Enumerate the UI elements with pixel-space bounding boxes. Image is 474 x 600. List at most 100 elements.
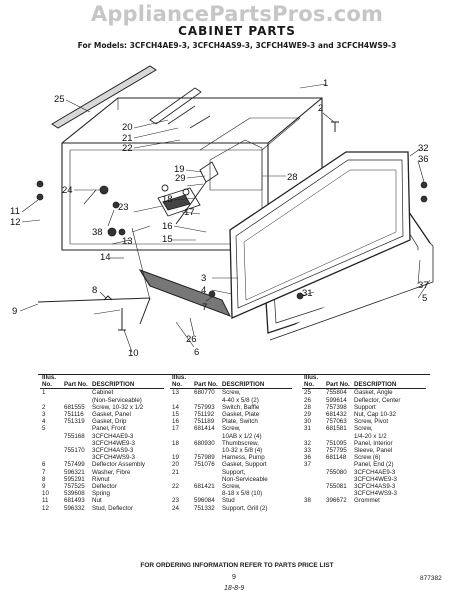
illus-no: 8	[42, 475, 46, 483]
table-row: 755081 3CFCH4AS9-3	[302, 483, 426, 490]
illus-no: 2	[42, 403, 46, 411]
document-code: 877382	[420, 575, 442, 582]
part-description: 3CFCH4AS9-3	[354, 483, 396, 491]
part-no: 751192	[194, 411, 215, 419]
part-no	[192, 433, 220, 440]
table-row: 10-32 x 5/8 (4)	[170, 447, 292, 454]
part-description: Nut	[92, 497, 102, 505]
part-description: 3CFCH4WS9-3	[354, 490, 397, 498]
illus-no: 19	[172, 454, 179, 462]
part-no: 595291	[64, 475, 85, 483]
callout-26: 26	[186, 334, 197, 345]
part-no	[324, 490, 352, 497]
part-description: Support,	[222, 468, 246, 476]
part-no	[324, 461, 352, 468]
illus-no: 16	[172, 418, 179, 426]
callout-36: 36	[418, 154, 429, 165]
illus-no	[170, 397, 192, 404]
col-header-illus: Illus. No.	[170, 374, 192, 390]
part-no: 755081	[326, 483, 347, 491]
part-description: 8-18 x 5/8 (10)	[222, 490, 263, 498]
part-description: 10AB x 1/2 (4)	[222, 432, 262, 440]
illus-no: 11	[42, 497, 49, 505]
part-description: 3CFCH4AE9-3	[354, 468, 396, 476]
part-description: Rivnut	[92, 475, 110, 483]
illus-no: 23	[172, 497, 179, 505]
callout-37: 37	[418, 280, 429, 291]
part-no	[192, 490, 220, 497]
part-no: 681421	[194, 483, 215, 491]
callout-16: 16	[162, 221, 173, 232]
part-no: 755080	[326, 468, 347, 476]
part-description: Panel, End (2)	[354, 461, 394, 469]
model-list: For Models: 3CFCH4AE9-3, 3CFCH4AS9-3, 3C…	[77, 41, 397, 50]
switch-plate	[157, 187, 201, 217]
callout-8: 8	[92, 285, 97, 296]
part-description: Washer, Fibre	[92, 468, 131, 476]
part-description: Harness, Pump	[222, 454, 265, 462]
part-no: 755168	[64, 432, 85, 440]
part-no: 757795	[326, 447, 347, 455]
callout-28: 28	[287, 172, 298, 183]
part-description: Nut, Cap 10-32	[354, 411, 396, 419]
part-description: Deflector Assembly	[92, 461, 145, 469]
table-row: 8-18 x 5/8 (10)	[170, 490, 292, 497]
col-header-illus: Illus. No.	[40, 374, 62, 390]
illus-no: 3	[42, 411, 46, 419]
table-row: 37 Panel, End (2)	[302, 461, 426, 468]
illus-no	[302, 469, 324, 476]
part-no	[62, 440, 90, 447]
part-no: 757398	[326, 403, 347, 411]
part-description: Gasket, Plate	[222, 411, 260, 419]
illus-no: 37	[304, 461, 311, 469]
callout-24: 24	[62, 185, 73, 196]
part-description: Cabinet	[92, 389, 114, 397]
illus-no	[40, 454, 62, 461]
illus-no: 33	[304, 447, 311, 455]
illus-no	[302, 476, 324, 483]
part-description: Screw,	[354, 425, 373, 433]
illus-no: 25	[304, 389, 311, 397]
part-no	[324, 433, 352, 440]
callout-11: 11	[10, 206, 20, 217]
part-no: 757499	[64, 461, 85, 469]
part-description: 1/4-20 x 1/2	[354, 432, 387, 440]
part-no: 680770	[194, 389, 215, 397]
illus-no: 5	[42, 425, 46, 433]
col-header-desc: DESCRIPTION	[352, 374, 426, 390]
callout-1: 1	[323, 78, 328, 89]
part-no: 751116	[64, 411, 84, 419]
illus-no: 21	[172, 468, 179, 476]
illus-no: 22	[172, 483, 179, 491]
cabinet-body	[61, 87, 323, 251]
table-row: 15 751192 Gasket, Plate	[170, 411, 292, 418]
illus-no: 20	[172, 461, 179, 469]
illus-no: 24	[172, 504, 179, 512]
illus-no: 38	[304, 497, 311, 505]
part-no: 539608	[64, 490, 85, 498]
part-no	[192, 447, 220, 454]
interior-panel	[229, 151, 411, 319]
part-description: 3CFCH4WS9-3	[92, 454, 135, 462]
callout-numbers: 1 2 3 4 5 6 7 8 9 10 11 12 13 14 15 16 1…	[10, 78, 429, 359]
part-description: (Non-Serviceable)	[92, 396, 142, 404]
illus-no	[170, 433, 192, 440]
part-no	[62, 425, 90, 432]
illus-no: 1	[42, 389, 46, 397]
illus-no: 15	[172, 411, 179, 419]
illus-no: 28	[304, 403, 311, 411]
table-row: Non-Serviceable	[170, 476, 292, 483]
part-description: Screw,	[222, 389, 241, 397]
